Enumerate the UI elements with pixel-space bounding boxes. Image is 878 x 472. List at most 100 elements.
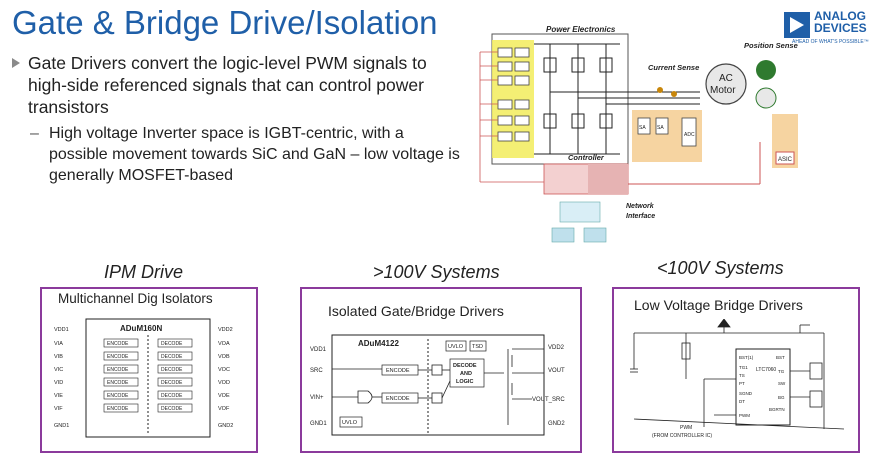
- pin-left-5: VID: [54, 380, 63, 386]
- ltc7060-pin-tg1: TG1: [739, 365, 748, 370]
- analog-devices-logo: ANALOG DEVICES AHEAD OF WHAT'S POSSIBLE™: [784, 10, 874, 50]
- ltc7060-pin-sw: SW: [778, 381, 786, 386]
- logo-word-2: DEVICES: [814, 21, 867, 35]
- ltc7060-pin-tg: TG: [778, 369, 785, 374]
- current-sense-label: Current Sense: [648, 63, 699, 72]
- adum4122-decode-3: LOGIC: [456, 379, 473, 385]
- encode-c: ENCODE: [107, 367, 129, 373]
- encoder-icon: [756, 60, 776, 80]
- decode-d: DECODE: [161, 380, 183, 386]
- network-interface-label-2: Interface: [626, 213, 655, 220]
- pin-left-3: VIB: [54, 354, 63, 360]
- pin-left-1: VDD1: [54, 327, 69, 333]
- pin-right-7: VOF: [218, 406, 230, 412]
- resolver-icon: [755, 87, 777, 109]
- decode-f: DECODE: [161, 406, 183, 412]
- logo-tagline: AHEAD OF WHAT'S POSSIBLE™: [792, 39, 869, 45]
- pin-right-6: VOE: [218, 393, 230, 399]
- bullet-sub: – High voltage Inverter space is IGBT-ce…: [12, 123, 460, 186]
- network-switch: [559, 201, 601, 223]
- ipm-drive-box: Multichannel Dig Isolators ADuM160N VDD1…: [40, 287, 258, 453]
- decode-b: DECODE: [161, 354, 183, 360]
- pin-left-2: VIA: [54, 341, 63, 347]
- bullet-dash-icon: –: [30, 125, 39, 142]
- controller-feedback: [588, 164, 628, 194]
- encode-a: ENCODE: [107, 341, 129, 347]
- network-port-2: [583, 227, 607, 243]
- section-heading-lt100v: <100V Systems: [657, 258, 784, 278]
- adum4122-uvlo-right: UVLO: [448, 344, 464, 350]
- pin-left-6: VIE: [54, 393, 63, 399]
- ltc7060-pin-bgrtn: BGRTN: [769, 407, 785, 412]
- sense-node-2: [671, 91, 677, 97]
- encode-f: ENCODE: [107, 406, 129, 412]
- pin-right-4: VOC: [218, 367, 230, 373]
- pin-left-7: VIF: [54, 406, 63, 412]
- ipm-box-caption: Multichannel Dig Isolators: [58, 291, 213, 306]
- asic-label: ASIC: [778, 157, 793, 163]
- pin-right-3: VOB: [218, 354, 230, 360]
- power-electronics-label: Power Electronics: [546, 25, 616, 34]
- logo-word-1: ANALOG: [814, 9, 866, 23]
- ltc7060-schematic: LTC7060 BST(1) TG1 TS PT SGND DT PWM BST…: [630, 319, 845, 439]
- adum4122-uvlo-left: UVLO: [342, 420, 358, 426]
- ltc7060-chip-label: LTC7060: [756, 367, 776, 373]
- adum4122-tsd: TSD: [472, 344, 483, 350]
- ltc7060-pin-pt: PT: [739, 381, 745, 386]
- section-heading-ipm: IPM Drive: [104, 262, 184, 282]
- adum4122-decode-1: DECODE: [453, 363, 477, 369]
- adum4122-chip-label: ADuM4122: [358, 339, 399, 348]
- bullet-main-text: Gate Drivers convert the logic-level PWM…: [28, 53, 427, 117]
- decode-e: DECODE: [161, 393, 183, 399]
- section-heading-gt100v: >100V Systems: [373, 262, 500, 282]
- adum4122-encode-1: ENCODE: [386, 368, 410, 374]
- ltc7060-pin-bst1: BST(1): [739, 355, 754, 360]
- adum4122-decode-2: AND: [460, 371, 472, 377]
- ltc7060-pwm-note-1: PWM: [680, 425, 692, 431]
- slide-title: Gate & Bridge Drive/Isolation: [12, 4, 438, 41]
- adum4122-encode-2: ENCODE: [386, 396, 410, 402]
- adum4122-pin-src: SRC: [310, 368, 323, 374]
- sense-amp-1: SA: [639, 125, 646, 131]
- encode-b: ENCODE: [107, 354, 129, 360]
- ltc7060-pin-bst: BST: [776, 355, 785, 360]
- adum160n-chip-label: ADuM160N: [120, 324, 162, 333]
- adum4122-pin-gnd2: GND2: [548, 421, 565, 427]
- ltc7060-pin-bg: BG: [778, 395, 785, 400]
- adum4122-pin-vdd1: VDD1: [310, 347, 327, 353]
- network-interface-label-1: Network: [626, 203, 655, 210]
- decode-a: DECODE: [161, 341, 183, 347]
- ltc7060-pin-sgnd: SGND: [739, 391, 753, 396]
- ltc7060-pin-dt: DT: [739, 399, 745, 404]
- pin-left-8: GND1: [54, 423, 69, 429]
- bullet-main: Gate Drivers convert the logic-level PWM…: [12, 52, 460, 118]
- sense-amp-2: SA: [657, 125, 664, 131]
- lt100v-box-caption: Low Voltage Bridge Drivers: [634, 297, 803, 313]
- ac-motor-icon: [705, 63, 747, 105]
- adum4122-pin-vout: VOUT: [548, 368, 565, 374]
- adum4122-pin-vin: VIN+: [310, 395, 324, 401]
- pin-right-8: GND2: [218, 423, 233, 429]
- adum4122-pin-vdd2: VDD2: [548, 345, 565, 351]
- adum4122-schematic: ADuM4122 VDD1 SRC VIN+ GND1 VDD2 VOUT VO…: [310, 334, 565, 436]
- motor-control-system-diagram: Power Electronics Current Sense SA SA AD…: [479, 25, 798, 243]
- decode-c: DECODE: [161, 367, 183, 373]
- adum4122-pin-vout-src: VOUT_SRC: [532, 397, 565, 403]
- lt100v-box: Low Voltage Bridge Drivers LTC7060 BST(1…: [612, 287, 860, 453]
- bullet-list: Gate Drivers convert the logic-level PWM…: [12, 52, 460, 186]
- sense-node-1: [657, 87, 663, 93]
- motor-label-motor: Motor: [710, 85, 736, 96]
- pin-right-1: VDD2: [218, 327, 233, 333]
- bullet-sub-text: High voltage Inverter space is IGBT-cent…: [49, 125, 460, 184]
- network-port-1: [551, 227, 575, 243]
- ltc7060-pin-pwm: PWM: [739, 413, 750, 418]
- position-sense-label: Position Sense: [744, 41, 798, 50]
- bullet-arrow-icon: [12, 58, 20, 68]
- adum4122-pin-gnd1: GND1: [310, 421, 327, 427]
- controller-label: Controller: [568, 153, 605, 162]
- pin-right-5: VOD: [218, 380, 230, 386]
- pin-left-4: VIC: [54, 367, 63, 373]
- gt100v-box-caption: Isolated Gate/Bridge Drivers: [328, 303, 504, 319]
- gt100v-box: Isolated Gate/Bridge Drivers ADuM4122 VD…: [300, 287, 582, 453]
- ltc7060-pin-ts: TS: [739, 373, 745, 378]
